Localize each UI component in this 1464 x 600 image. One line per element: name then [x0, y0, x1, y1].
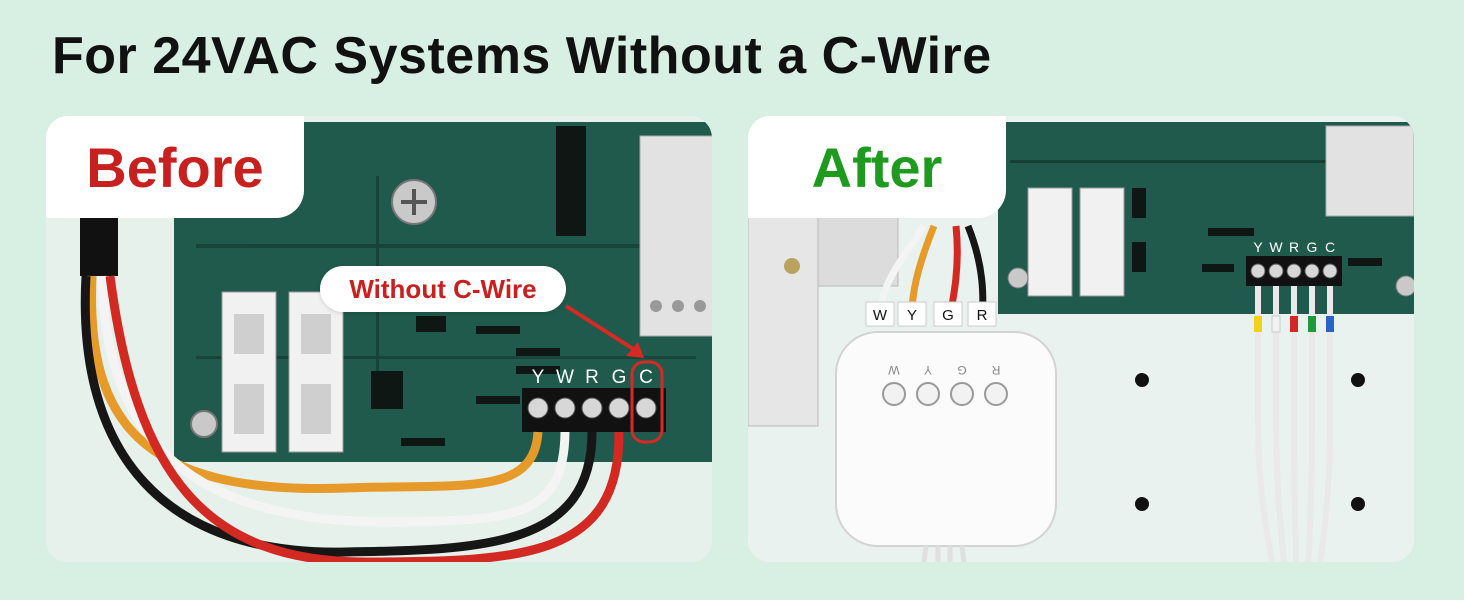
callout-arrow — [564, 304, 640, 354]
right-connector — [1325, 125, 1414, 217]
terminal-label-g: G — [1307, 239, 1318, 255]
c-terminal-highlight — [630, 360, 664, 444]
board-traces — [1010, 160, 1410, 163]
page-title: For 24VAC Systems Without a C-Wire — [52, 27, 992, 85]
wires-down — [1255, 286, 1333, 562]
board-screw-small — [190, 410, 218, 438]
before-label: Before — [46, 116, 304, 218]
wire-tags — [865, 301, 997, 327]
terminal-label-c: C — [1325, 239, 1335, 255]
after-label: After — [748, 116, 1006, 218]
adapter-label-g: G — [957, 363, 966, 377]
cable-sleeve — [80, 216, 118, 276]
relay-1 — [1027, 187, 1073, 297]
wire-tag-r: R — [977, 307, 988, 324]
terminal-label-y: Y — [532, 367, 545, 388]
relay-2 — [1079, 187, 1125, 297]
left-equipment — [748, 215, 819, 427]
after-panel: Y W R G C — [748, 116, 1414, 562]
terminal-label-w: W — [1269, 239, 1283, 255]
wire-tag-y: Y — [907, 307, 917, 324]
before-panel: Y W R G C Before Without C-Wire — [46, 116, 712, 562]
board-chips — [371, 126, 586, 446]
adapter-label-w: W — [888, 363, 900, 377]
board-chips — [1132, 188, 1382, 272]
adapter-label-r: R — [991, 363, 1000, 377]
adapter-terminals — [882, 382, 1008, 406]
wire-tag-g: G — [942, 307, 954, 324]
terminal-label-c: C — [639, 367, 653, 388]
adapter-output-wires — [921, 545, 967, 562]
wire-red — [105, 275, 624, 562]
wire-black — [80, 275, 597, 557]
callout-arrowhead — [626, 342, 644, 358]
wire-color-tags — [1254, 315, 1334, 333]
terminal-label-r: R — [585, 367, 599, 388]
terminal-label-r: R — [1289, 239, 1299, 255]
adapter-label-y: Y — [924, 363, 932, 377]
wire-orange — [87, 275, 543, 494]
terminal-label-g: G — [612, 367, 627, 388]
terminal-screws — [527, 397, 657, 419]
wire-tag-w: W — [873, 307, 888, 324]
terminal-label-y: Y — [1253, 239, 1263, 255]
terminal-label-w: W — [556, 367, 574, 388]
after-illustration: Y W R G C — [748, 116, 1414, 562]
board-screw-slot — [401, 189, 427, 215]
mounting-holes — [1135, 373, 1365, 511]
wire-white — [97, 275, 570, 527]
without-c-wire-callout: Without C-Wire — [320, 266, 566, 312]
terminal-screws — [1250, 263, 1338, 279]
c-wire-adapter — [835, 331, 1057, 547]
